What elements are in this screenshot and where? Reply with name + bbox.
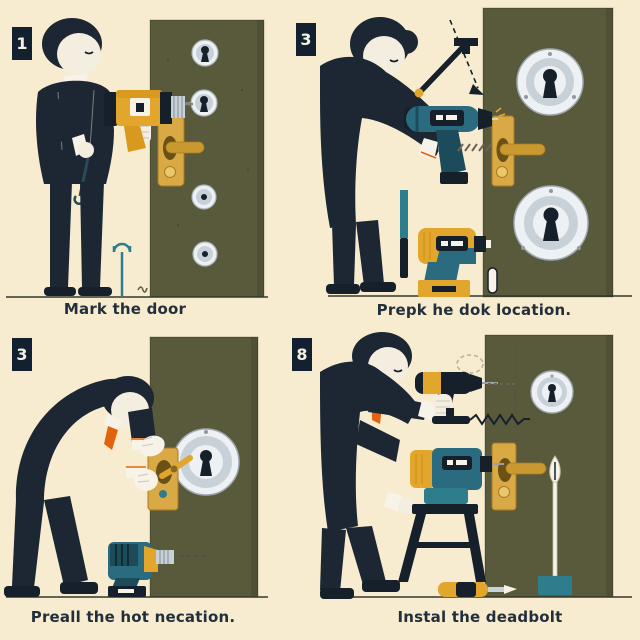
panel-2-art bbox=[320, 7, 632, 298]
keyhole-plate-icon bbox=[191, 39, 219, 67]
drill-icon bbox=[404, 106, 506, 184]
step-caption: Mark the door bbox=[63, 300, 187, 318]
handle-plate bbox=[157, 115, 205, 187]
drill-on-stool-icon bbox=[410, 448, 504, 504]
floor-scribble bbox=[137, 286, 148, 293]
drill-on-floor-icon bbox=[418, 228, 491, 297]
dot-plate-icon bbox=[191, 184, 217, 210]
panel-step-1: 1 Mark the door bbox=[0, 0, 320, 320]
step-number-badge: 1 bbox=[12, 27, 32, 60]
panel-step-3: 3 Preall the hot necation. bbox=[0, 320, 320, 640]
panel-step-2: 3 Prepk he dok location. bbox=[296, 0, 640, 320]
step-caption: Prepk he dok location. bbox=[376, 301, 572, 319]
panel-4-art bbox=[320, 332, 632, 599]
screwdriver-icon bbox=[438, 582, 517, 597]
panel-1-art bbox=[6, 18, 268, 298]
keyhole-plate-icon bbox=[186, 89, 218, 117]
step-number-badge: 3 bbox=[296, 23, 316, 56]
latch-cutout-icon bbox=[487, 267, 498, 294]
panel-step-4: 8 Instal the deadbolt bbox=[292, 320, 640, 640]
chisel-icon bbox=[400, 190, 408, 278]
figure-man bbox=[4, 376, 165, 597]
deadbolt-face-icon bbox=[516, 48, 584, 116]
dashed-arrow-icon bbox=[449, 19, 484, 95]
deadbolt-face-icon bbox=[172, 428, 240, 496]
spade-bit-tool-icon bbox=[538, 455, 572, 595]
turn-tool-icon bbox=[159, 455, 193, 479]
deadbolt-face-icon bbox=[530, 370, 574, 414]
deadbolt-face-icon bbox=[513, 185, 589, 261]
dot-plate-icon bbox=[192, 241, 218, 267]
drill-icon bbox=[104, 90, 193, 152]
auger-bit-icon bbox=[432, 408, 530, 426]
step-caption: Preall the hot necation. bbox=[30, 608, 236, 626]
stool bbox=[398, 504, 486, 582]
marking-tool-icon bbox=[112, 242, 132, 296]
panel-3-art bbox=[4, 336, 268, 598]
handle-plate bbox=[491, 115, 546, 187]
drill-on-floor-icon bbox=[108, 542, 208, 597]
step-caption: Instal the deadbolt bbox=[397, 608, 563, 626]
step-number-badge: 3 bbox=[12, 338, 32, 371]
drill-icon bbox=[415, 372, 516, 418]
step-number-badge: 8 bbox=[292, 338, 312, 371]
hammer-icon bbox=[414, 38, 478, 98]
figure-man bbox=[36, 18, 151, 296]
motion-dashes bbox=[457, 143, 492, 152]
dashed-arc bbox=[456, 354, 484, 374]
figure-man bbox=[320, 332, 436, 599]
